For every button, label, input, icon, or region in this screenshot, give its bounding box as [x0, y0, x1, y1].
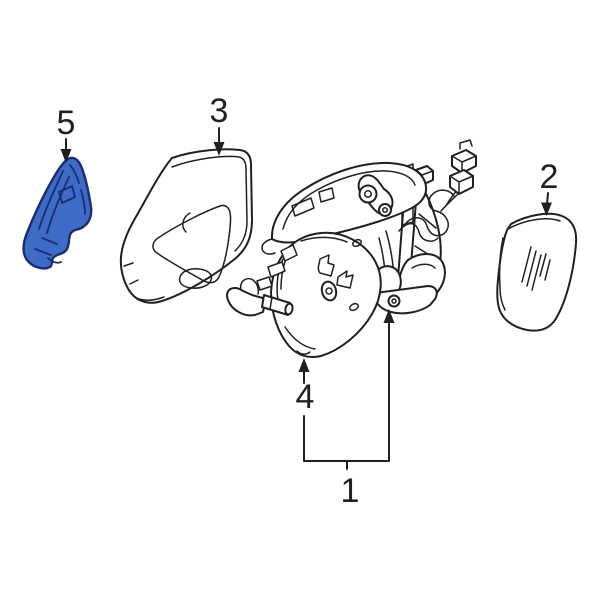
- grommet-icon: [320, 280, 338, 302]
- callout-4-label[interactable]: 4: [295, 378, 315, 416]
- mirror-housing[interactable]: [119, 148, 253, 304]
- screw-boss-icon: [358, 184, 378, 204]
- harness-connector-icon: [415, 139, 477, 195]
- glass-reflection-icon: [521, 246, 551, 291]
- callout-1-bracket-icon: [303, 309, 395, 470]
- callout-arrows: [60, 127, 552, 470]
- motor-cover-plate[interactable]: [256, 231, 382, 358]
- mirror-bracket-frame[interactable]: [261, 161, 446, 315]
- callout-2-arrow-icon: [541, 192, 552, 216]
- highlighted-cover[interactable]: [22, 156, 93, 270]
- callout-5-arrow-icon: [60, 138, 72, 163]
- pivot-bolt[interactable]: [226, 277, 294, 317]
- mirror-glass[interactable]: [496, 212, 578, 332]
- callout-4-arrow-icon: [298, 358, 310, 384]
- callout-3-arrow-icon: [213, 127, 225, 156]
- wiring-harness[interactable]: [398, 139, 477, 242]
- callout-3-label[interactable]: 3: [209, 92, 229, 130]
- callout-2-label[interactable]: 2: [539, 158, 559, 196]
- callout-1-label[interactable]: 1: [340, 472, 360, 510]
- callout-5-label[interactable]: 5: [56, 104, 76, 142]
